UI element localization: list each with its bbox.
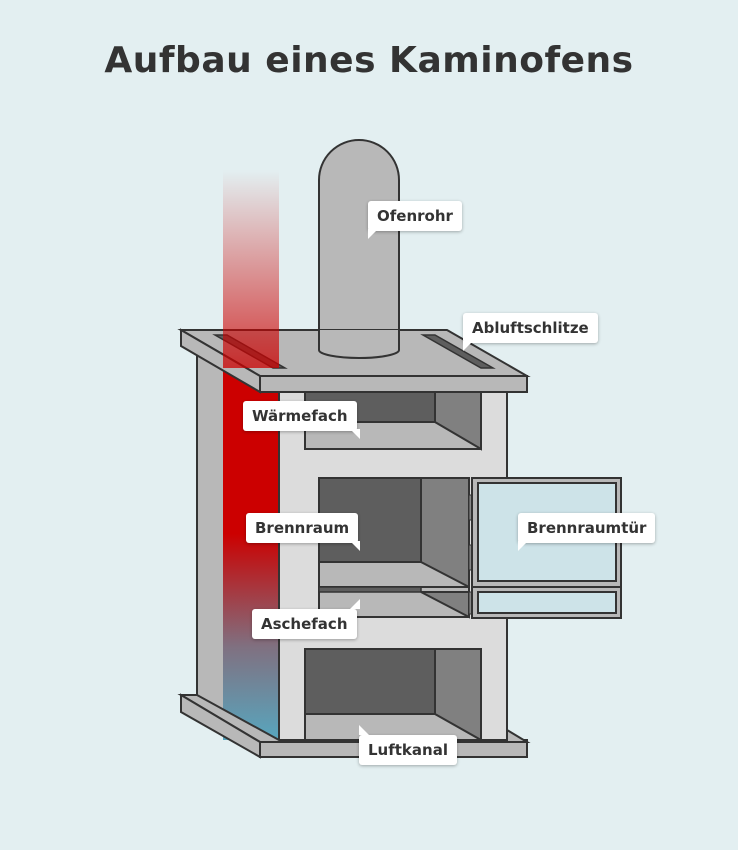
label-text: Abluftschlitze <box>472 319 589 337</box>
callout-tail <box>350 599 360 609</box>
diagram-title: Aufbau eines Kaminofens <box>104 40 634 81</box>
callout-tail <box>350 429 360 439</box>
label-brennraumtuer: Brennraumtür <box>518 513 656 543</box>
callout-tail <box>350 541 360 551</box>
label-text: Brennraum <box>255 519 350 537</box>
label-text: Aschefach <box>261 615 348 633</box>
stovepipe <box>318 139 400 351</box>
callout-tail <box>463 341 473 351</box>
air-duct <box>304 648 482 742</box>
label-luftkanal: Luftkanal <box>359 735 457 765</box>
label-text: Brennraumtür <box>527 519 647 537</box>
label-brennraum: Brennraum <box>246 513 359 543</box>
label-text: Ofenrohr <box>377 207 453 225</box>
label-ofenrohr: Ofenrohr <box>368 201 462 231</box>
callout-tail <box>518 541 528 551</box>
label-text: Luftkanal <box>368 741 448 759</box>
label-waermefach: Wärmefach <box>243 401 357 431</box>
label-aschefach: Aschefach <box>252 609 357 639</box>
label-abluftschlitze: Abluftschlitze <box>463 313 598 343</box>
vent-slot-right <box>420 334 496 369</box>
rising-hot-air <box>223 170 279 368</box>
callout-tail <box>359 725 369 735</box>
callout-tail <box>368 229 378 239</box>
label-text: Wärmefach <box>252 407 348 425</box>
combustion-door <box>471 477 622 619</box>
